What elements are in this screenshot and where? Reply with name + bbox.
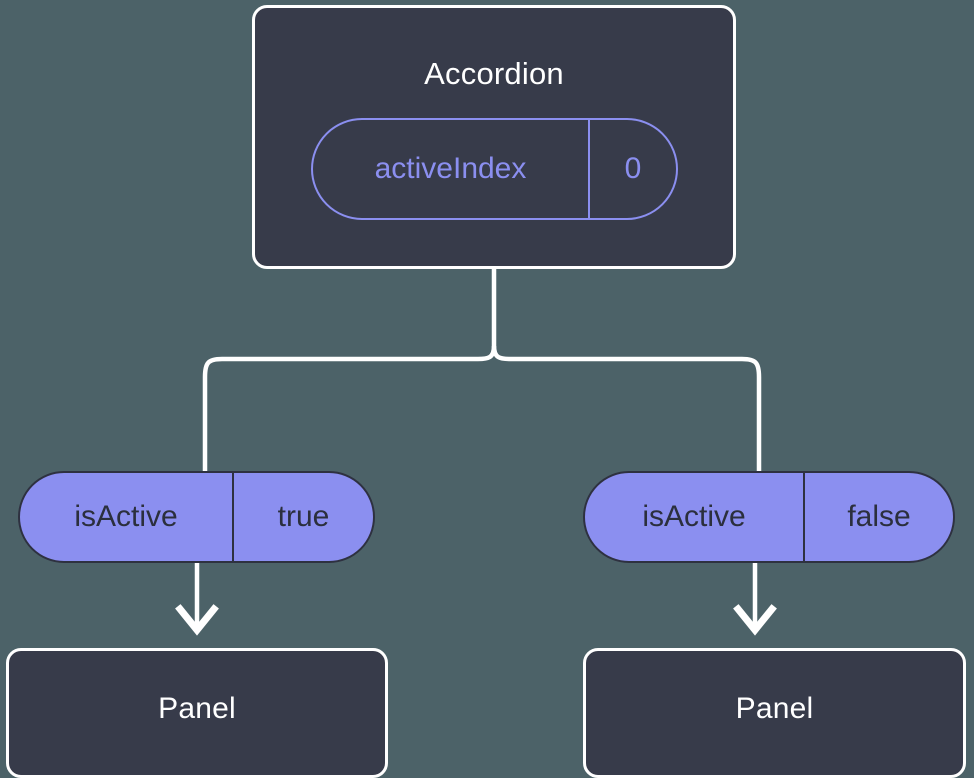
node-panel-right-title: Panel [735, 692, 814, 725]
node-accordion-title: Accordion [424, 56, 564, 91]
arrowhead-left-icon [175, 604, 219, 636]
node-panel-left[interactable]: Panel [6, 648, 388, 778]
node-panel-left-title: Panel [158, 692, 236, 725]
edge-fork-left [202, 345, 497, 472]
prop-pill-isactive-true[interactable]: isActive true [18, 471, 375, 563]
arrowhead-right-icon [733, 604, 777, 636]
edge-fork-right [491, 345, 762, 472]
prop-pill-isactive-true-value: true [277, 500, 330, 533]
prop-pill-isactive-false-value: false [847, 500, 911, 533]
prop-pill-isactive-true-key: isActive [20, 473, 234, 561]
prop-pill-activeindex[interactable]: activeIndex 0 [311, 118, 678, 220]
prop-pill-isactive-false-key: isActive [585, 473, 805, 561]
prop-pill-isactive-false[interactable]: isActive false [583, 471, 955, 563]
prop-pill-activeindex-key: activeIndex [313, 120, 590, 218]
prop-pill-activeindex-value: 0 [624, 152, 642, 185]
node-panel-right[interactable]: Panel [583, 648, 966, 778]
